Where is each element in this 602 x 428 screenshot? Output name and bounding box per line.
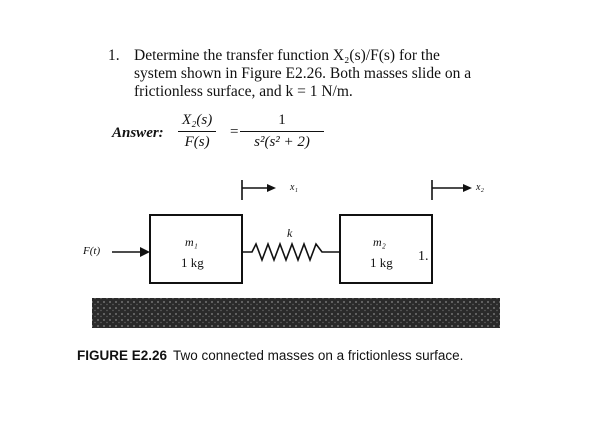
force-label: F(t) [83, 245, 101, 257]
problem-line: frictionless surface, and k = 1 N/m. [134, 83, 353, 100]
x2-label: x₂ [476, 182, 484, 193]
force-arrowhead [140, 247, 150, 257]
answer-label: Answer: [112, 125, 164, 141]
rhs-fraction: 1 s²(s² + 2) [240, 112, 324, 151]
mass-2-value: 1 kg [370, 255, 393, 270]
problem-text: Determine the transfer function X₂(s)/F(… [134, 47, 518, 101]
x1-label: x₁ [290, 182, 298, 193]
x1-arrowhead [267, 184, 276, 192]
mass-1-symbol: m₁ [185, 235, 198, 249]
mass-1-value: 1 kg [181, 255, 204, 270]
lhs-fraction: X₂(s) F(s) [178, 112, 217, 151]
mass-2-block [339, 214, 433, 284]
problem-number: 1. [108, 47, 120, 64]
problem-line: Determine the transfer function X₂(s)/F(… [134, 47, 440, 64]
fraction-bar [178, 131, 217, 132]
problem-statement: 1. Determine the transfer function X₂(s)… [108, 47, 518, 101]
fraction-bar [240, 131, 324, 132]
lhs-denominator: F(s) [184, 134, 210, 150]
stray-number: 1. [418, 249, 429, 264]
mass-1-block [149, 214, 243, 284]
lhs-numerator: X₂(s) [182, 112, 213, 128]
caption-text: Two connected masses on a frictionless s… [173, 348, 464, 363]
ground-surface [92, 298, 500, 328]
rhs-denominator: s²(s² + 2) [254, 134, 310, 150]
rhs-numerator: 1 [278, 112, 286, 128]
mass-2-symbol: m₂ [373, 235, 386, 249]
spring [242, 241, 340, 263]
caption-label: FIGURE E2.26 [77, 348, 168, 363]
figure-caption: FIGURE E2.26 Two connected masses on a fr… [77, 347, 517, 364]
equals-sign: = [230, 124, 239, 140]
x2-arrowhead [463, 184, 472, 192]
problem-line: system shown in Figure E2.26. Both masse… [134, 65, 472, 82]
spring-label: k [287, 226, 293, 240]
